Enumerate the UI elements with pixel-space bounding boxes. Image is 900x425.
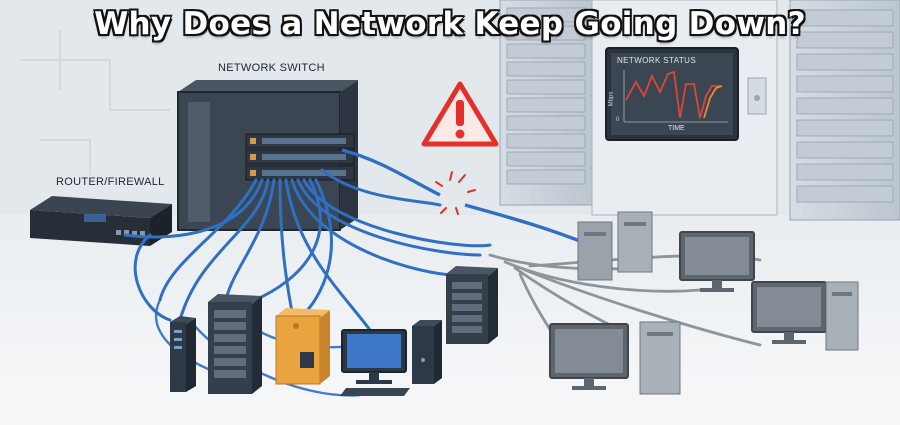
server-tower-gray	[208, 294, 262, 394]
network-status-monitor	[605, 47, 739, 141]
gray-tower-bottom	[639, 321, 681, 395]
monitor-title: NETWORK STATUS	[617, 56, 697, 65]
gray-monitor-right	[751, 281, 827, 344]
network-switch-label: NETWORK SWITCH	[218, 62, 325, 74]
server-tower-center	[446, 266, 498, 344]
desktop-tower-dark	[412, 320, 442, 384]
router-firewall-label: ROUTER/FIREWALL	[56, 176, 165, 188]
broken-cable	[341, 148, 591, 247]
gray-monitor-bottom	[549, 323, 629, 390]
warning-triangle-icon	[421, 81, 499, 147]
gray-tower-far-right	[825, 281, 859, 351]
broken-cable-spark-icon	[435, 171, 476, 215]
background-server-rack-right	[789, 0, 900, 221]
small-server-tower-dark	[170, 316, 196, 392]
monitor-x-axis-label: TIME	[668, 125, 685, 132]
router-firewall-device	[30, 196, 172, 246]
status-line-orange	[703, 85, 723, 119]
desktop-monitor-blue	[340, 329, 410, 396]
gray-monitor-top-right	[679, 231, 755, 292]
monitor-y-zero-label: 0	[616, 117, 620, 123]
page-title: Why Does a Network Keep Going Down?	[93, 5, 807, 43]
gray-tower-pair	[577, 211, 653, 281]
background-server-rack-center	[499, 0, 593, 206]
switch-units	[245, 133, 355, 181]
orange-server-cabinet	[275, 308, 330, 385]
monitor-y-axis-label: Mbps	[608, 91, 615, 107]
status-line-red	[625, 70, 720, 119]
